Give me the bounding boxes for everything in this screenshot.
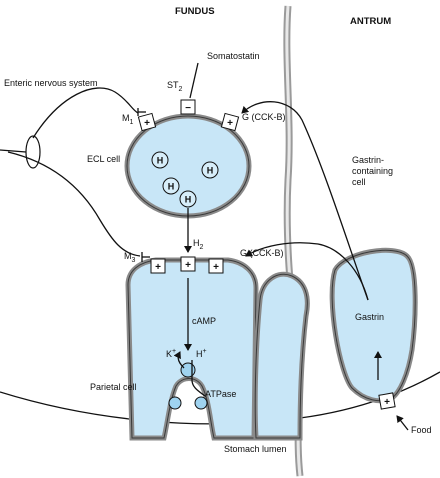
- h-ion-arrow: [191, 360, 206, 397]
- ecl-cell-label: ECL cell: [87, 154, 120, 164]
- svg-text:+: +: [155, 262, 161, 273]
- antrum-header: ANTRUM: [350, 16, 391, 27]
- enteric-nervous-system-label: Enteric nervous system: [4, 78, 98, 88]
- h-plus-label: H+: [196, 348, 207, 359]
- histamine-granule: H: [157, 156, 164, 166]
- m1-label: M1: [122, 113, 134, 126]
- g-cckb-bottom-label: G (CCK-B): [240, 248, 284, 258]
- somatostatin-line: [189, 62, 199, 99]
- gastrin-label: Gastrin: [355, 312, 384, 322]
- m1-receptor: +: [137, 112, 157, 132]
- histamine-granules: H H H H: [151, 151, 219, 208]
- g-cckb-top-label: G (CCK-B): [242, 112, 286, 122]
- atpase-label: ATPase: [205, 389, 236, 399]
- gastrin-cell-receptor: +: [378, 392, 396, 410]
- histamine-granule: H: [207, 166, 214, 176]
- m3-label: M3: [124, 251, 136, 264]
- nerve-fiber-left: [0, 149, 27, 153]
- m3-receptor: +: [150, 258, 166, 274]
- svg-text:−: −: [185, 103, 191, 114]
- st2-label: ST2: [167, 80, 183, 93]
- svg-text:+: +: [227, 118, 233, 129]
- svg-text:+: +: [213, 262, 219, 273]
- histamine-granule: H: [185, 195, 192, 205]
- stomach-lumen-label: Stomach lumen: [224, 444, 287, 454]
- st2-receptor: −: [180, 99, 196, 115]
- h2-label: H2: [193, 238, 204, 251]
- nerve-fiber-to-m3: [7, 151, 141, 257]
- g-cckb-receptor-parietal: +: [208, 258, 224, 274]
- gastrin-path-to-ecl: [241, 101, 369, 301]
- g-cckb-receptor-ecl: +: [220, 112, 240, 132]
- svg-text:+: +: [185, 260, 191, 271]
- h2-receptor: +: [180, 256, 196, 272]
- svg-text:+: +: [384, 397, 390, 408]
- adjacent-mucosal-cell: [252, 271, 310, 441]
- somatostatin-label: Somatostatin: [207, 51, 260, 61]
- gastrin-path-to-parietal: [245, 242, 369, 301]
- svg-text:+: +: [144, 118, 150, 129]
- camp-label: cAMP: [192, 316, 216, 326]
- food-arrow: [396, 415, 409, 431]
- gastrin-containing-cell: [329, 247, 418, 404]
- fundus-header: FUNDUS: [175, 6, 215, 17]
- enteric-ganglion: [25, 135, 41, 169]
- parietal-cell-label: Parietal cell: [90, 382, 137, 392]
- food-label: Food: [411, 425, 432, 435]
- histamine-granule: H: [168, 182, 175, 192]
- gastrin-containing-label-3: cell: [352, 177, 366, 187]
- k-ion-arrow: [173, 351, 185, 369]
- parietal-cell: [125, 257, 259, 441]
- nerve-fiber-to-m1: [32, 87, 139, 139]
- k-plus-label: K+: [166, 348, 176, 359]
- gastrin-containing-label-2: containing: [352, 166, 393, 176]
- gastrin-containing-label-1: Gastrin-: [352, 155, 384, 165]
